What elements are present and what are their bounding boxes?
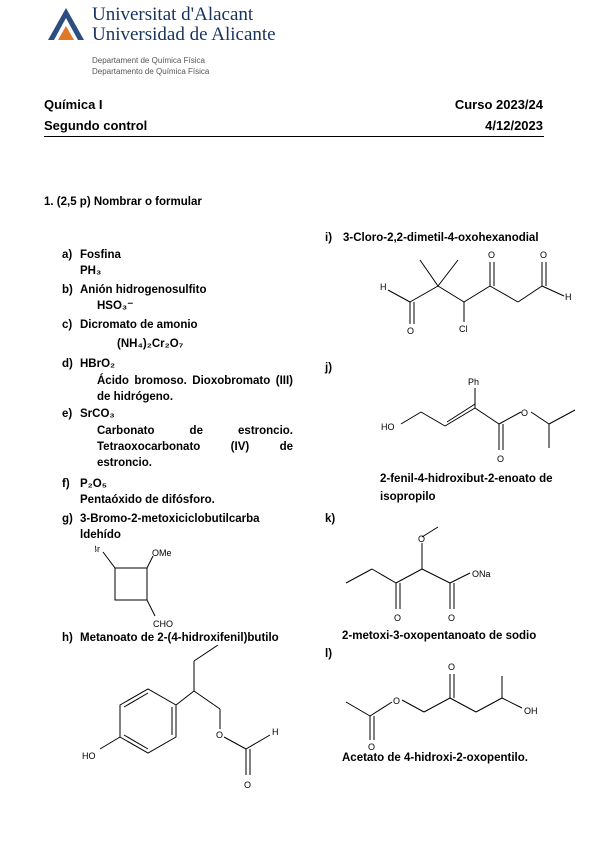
label-o-ketone: O [448,662,455,672]
course-name: Química I [44,97,103,112]
header-divider [44,136,544,137]
item-i-letter: i) [325,232,333,244]
label-oh: OH [524,706,538,716]
label-o-1: O [407,326,414,336]
label-h-left: H [380,282,387,292]
university-name-ca: Universitat d'Alacant [92,4,254,25]
item-c-name: Dicromato de amonio [80,319,198,331]
question-title: 1. (2,5 p) Nombrar o formular [44,196,202,208]
exam-date: 4/12/2023 [485,118,543,133]
item-e-answer: Carbonato de estroncio. Tetraoxocarbonat… [97,425,293,469]
item-g-name: 3-Bromo-2-metoxiciclobutilcarbaldehído [80,513,260,541]
item-a-name: Fosfina [80,249,121,261]
structure-g: Br OMe CHO [95,544,173,629]
item-a-letter: a) [62,249,73,261]
item-e-name: SrCO₃ [80,408,115,420]
logo-icon [48,8,84,40]
item-h-name: Metanoato de 2-(4-hidroxifenil)butilo [80,632,279,644]
label-cl: Cl [459,324,468,334]
label-ome: OMe [152,548,172,558]
item-d-name: HBrO₂ [80,358,116,370]
label-o-carbonyl: O [448,613,455,623]
exam-name: Segundo control [44,118,148,133]
item-j-answer: 2-fenil-4-hidroxibut-2-enoato de isoprop… [380,473,553,503]
structure-i: H O Cl O O H [380,250,572,336]
label-ho: HO [381,422,395,432]
item-k-letter: k) [325,513,336,525]
structure-l: O O O OH [345,662,538,751]
item-d-answer: Ácido bromoso. Dioxobromato (III) de hid… [97,375,293,403]
item-e-letter: e) [62,408,73,420]
item-a-answer: PH₃ [80,265,102,277]
university-logo [46,6,86,42]
item-c-letter: c) [62,319,73,331]
structure-h: HO O H O [82,645,279,790]
label-ph: Ph [468,377,479,387]
item-k-answer: 2-metoxi-3-oxopentanoato de sodio [342,630,537,642]
label-o-ester: O [216,730,223,740]
label-h-right: H [565,292,572,302]
item-l-answer: Acetato de 4-hidroxi-2-oxopentilo. [342,752,528,764]
item-b-name: Anión hidrogenosulfito [80,284,207,296]
department-ca: Departament de Química Física [92,56,205,65]
item-h-letter: h) [62,632,73,644]
label-o-acetyl: O [368,742,375,751]
label-o-3: O [540,250,547,260]
structure-k: O O O ONa [345,526,491,623]
label-ona: ONa [472,569,491,579]
label-o-2: O [488,250,495,260]
structure-j: Ph HO O O [381,377,576,464]
label-br: Br [95,544,100,554]
item-f-letter: f) [62,478,70,490]
item-b-letter: b) [62,284,73,296]
item-c-answer: (NH₄)₂Cr₂O₇ [117,338,184,350]
item-l-letter: l) [325,648,333,660]
label-ho: HO [82,751,96,761]
course-year: Curso 2023/24 [454,97,543,112]
university-name-es: Universidad de Alicante [92,24,276,45]
label-o-ketone: O [394,613,401,623]
label-cho: CHO [153,619,173,629]
label-o-carbonyl: O [497,454,504,464]
item-b-answer: HSO₃⁻ [97,300,134,312]
label-o-ester: O [521,408,528,418]
label-o-methoxy: O [418,534,425,544]
item-d-letter: d) [62,358,73,370]
label-h: H [272,727,279,737]
item-i-name: 3-Cloro-2,2-dimetil-4-oxohexanodial [343,232,539,244]
item-f-answer: Pentaóxido de difósforo. [80,494,215,506]
item-f-name: P₂O₅ [80,478,107,490]
department-es: Departamento de Química Física [92,67,210,76]
item-j-letter: j) [325,362,333,374]
item-g-letter: g) [62,513,73,525]
label-o-ester: O [393,696,400,706]
label-o-carbonyl: O [244,780,251,790]
